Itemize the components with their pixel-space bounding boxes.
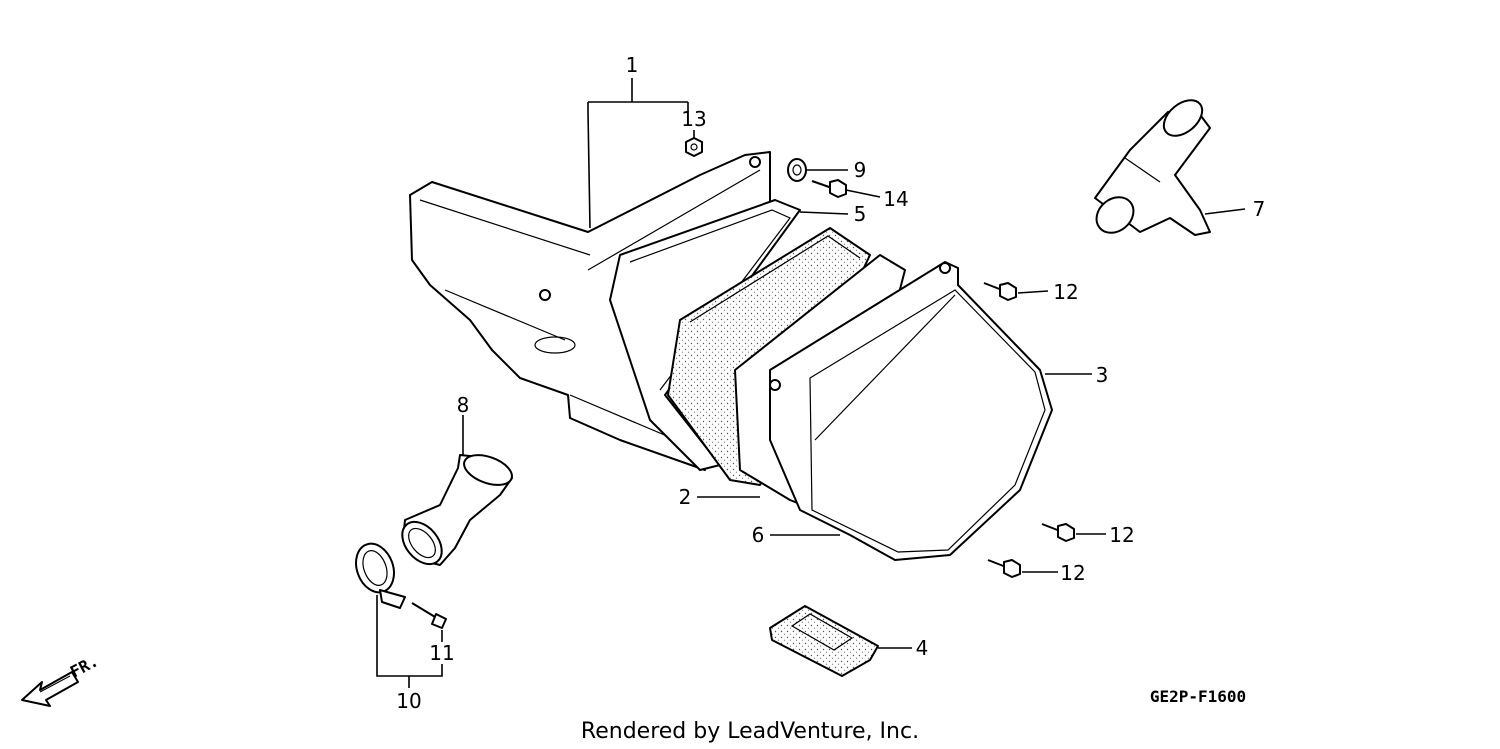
tube-band[interactable] xyxy=(350,538,406,609)
screw-12-middle[interactable] xyxy=(1041,523,1075,542)
leader-lines xyxy=(376,78,1246,688)
screw-12-upper[interactable] xyxy=(983,282,1017,301)
collar[interactable] xyxy=(787,158,807,182)
band-screw[interactable] xyxy=(411,602,447,629)
render-credit: Rendered by LeadVenture, Inc. xyxy=(581,719,919,744)
callout-13: 13 xyxy=(681,107,706,131)
callout-12-middle: 12 xyxy=(1109,523,1134,547)
callout-6: 6 xyxy=(752,523,765,547)
callout-14: 14 xyxy=(883,187,908,211)
callout-12-upper: 12 xyxy=(1053,280,1078,304)
front-arrow-icon xyxy=(21,671,79,707)
callout-3: 3 xyxy=(1096,363,1109,387)
callout-2: 2 xyxy=(679,485,692,509)
breather-tube[interactable] xyxy=(1089,93,1211,240)
connecting-tube[interactable] xyxy=(394,449,516,571)
rubber-block[interactable] xyxy=(769,605,879,677)
nut[interactable] xyxy=(685,137,703,157)
callout-7: 7 xyxy=(1253,197,1266,221)
air-cleaner-cover[interactable] xyxy=(769,261,1053,561)
diagram-code: GE2P-F1600 xyxy=(1150,687,1246,706)
flange-bolt[interactable] xyxy=(811,179,847,198)
callout-11: 11 xyxy=(429,641,454,665)
callout-9: 9 xyxy=(854,158,867,182)
callout-10: 10 xyxy=(396,689,421,713)
callout-12-lower: 12 xyxy=(1060,561,1085,585)
screw-12-lower[interactable] xyxy=(987,559,1021,578)
callout-4: 4 xyxy=(916,636,929,660)
callout-5: 5 xyxy=(854,202,867,226)
callout-8: 8 xyxy=(457,393,470,417)
callout-1: 1 xyxy=(626,53,639,77)
